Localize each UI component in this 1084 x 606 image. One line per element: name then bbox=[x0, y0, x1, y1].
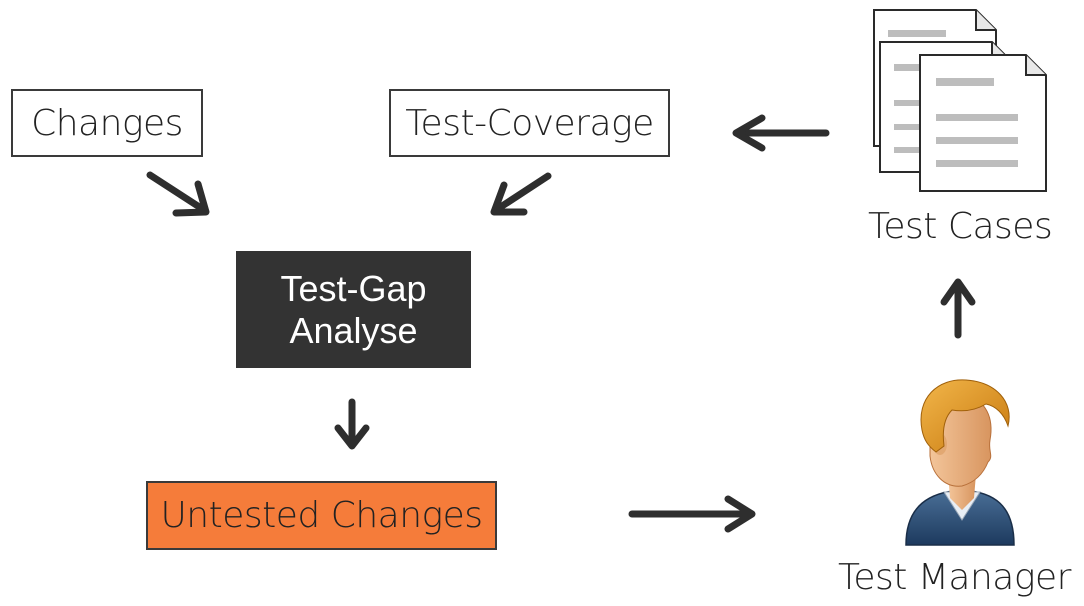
arrow-manager-to-testcases bbox=[940, 278, 976, 339]
untested-changes-box: Untested Changes bbox=[146, 481, 497, 550]
arrow-untested-to-manager bbox=[628, 495, 756, 533]
analysis-label-line1: Test-Gap bbox=[280, 267, 427, 309]
test-cases-caption: Test Cases bbox=[868, 206, 1053, 247]
arrow-changes-to-analysis bbox=[146, 171, 210, 217]
arrow-testcases-to-coverage bbox=[732, 114, 830, 152]
person-avatar-icon bbox=[905, 379, 1015, 546]
arrow-coverage-to-analysis bbox=[490, 172, 552, 216]
changes-label: Changes bbox=[31, 102, 183, 144]
changes-box: Changes bbox=[11, 89, 203, 157]
test-coverage-label: Test-Coverage bbox=[405, 102, 654, 144]
analysis-label-line2: Analyse bbox=[289, 309, 418, 351]
test-gap-analysis-box: Test-Gap Analyse bbox=[236, 251, 471, 368]
untested-changes-label: Untested Changes bbox=[160, 495, 483, 536]
test-manager-caption: Test Manager bbox=[838, 557, 1071, 598]
arrow-analysis-to-untested bbox=[334, 398, 370, 450]
document-stack-icon bbox=[873, 9, 1047, 192]
test-coverage-box: Test-Coverage bbox=[389, 89, 670, 157]
